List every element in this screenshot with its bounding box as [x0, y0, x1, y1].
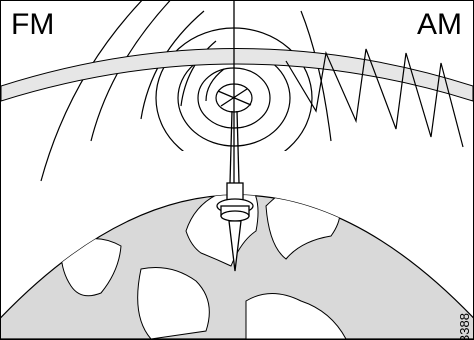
am-label: AM — [417, 10, 462, 40]
figure-reference: IB388 — [458, 313, 471, 340]
fm-waves — [41, 1, 224, 181]
atmosphere-band — [1, 49, 473, 102]
fm-label: FM — [11, 10, 54, 40]
center-waves — [156, 11, 331, 168]
